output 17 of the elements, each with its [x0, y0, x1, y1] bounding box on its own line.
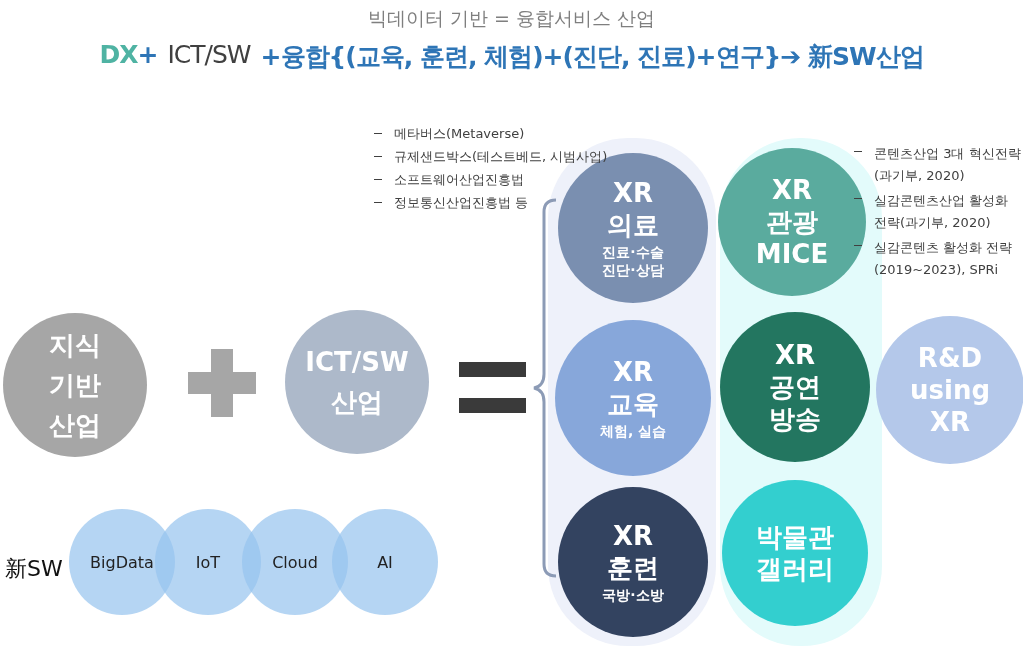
list-item: 규제샌드박스(테스트베드, 시범사업) — [372, 148, 632, 165]
category-circle: XR 훈련 국방·소방 — [558, 487, 708, 637]
series-label: 新SW — [5, 555, 63, 583]
category-circle: XR 공연 방송 — [720, 312, 870, 462]
category-circle: 지식 기반 산업 — [3, 313, 147, 457]
heading-text: ICT/SW — [167, 40, 251, 71]
venn-circle: AI — [332, 509, 438, 615]
category-circle: XR 관광 MICE — [718, 148, 866, 296]
category-circle: R&D using XR — [876, 316, 1023, 464]
list-item: 메타버스(Metaverse) — [372, 125, 632, 142]
heading-text: + — [137, 40, 158, 71]
category-circle: 박물관 갤러리 — [722, 480, 868, 626]
title-text: 빅데이터 기반 = 융합서비스 산업 — [366, 6, 657, 31]
category-circle: XR 교육 체험, 실습 — [555, 320, 711, 476]
heading-text: DX — [99, 40, 138, 71]
category-circle: ICT/SW 산업 — [285, 310, 429, 454]
heading-text: +융합{(교육, 훈련, 체험)+(진단, 진료)+연구}➔ 新SW산업 — [260, 41, 924, 73]
